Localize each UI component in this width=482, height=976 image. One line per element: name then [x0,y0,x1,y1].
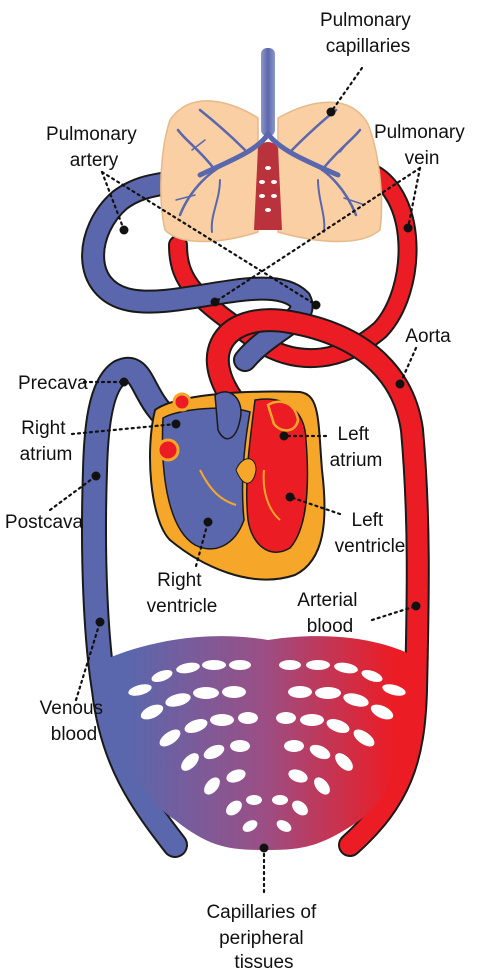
label-arterial-blood: Arterial blood [297,590,362,637]
label-left-atrium: Left atrium [330,424,383,471]
label-pulmonary-vein: Pulmonary vein [374,122,470,169]
lungs [161,48,382,242]
label-right-ventricle: Right ventricle [147,570,218,617]
label-left-ventricle: Left ventricle [335,510,406,557]
label-right-atrium: Right atrium [20,418,73,465]
valve-left [158,440,178,460]
label-capillaries-peripheral-tissues: Capillaries of peripheral tissues [206,902,321,973]
label-pulmonary-capillaries: Pulmonary capillaries [320,10,416,57]
label-postcava: Postcava [5,512,84,533]
label-pulmonary-artery: Pulmonary artery [46,124,142,171]
label-precava: Precava [18,373,88,394]
valve-right [174,394,190,410]
label-aorta: Aorta [405,326,451,347]
trachea [261,48,275,136]
